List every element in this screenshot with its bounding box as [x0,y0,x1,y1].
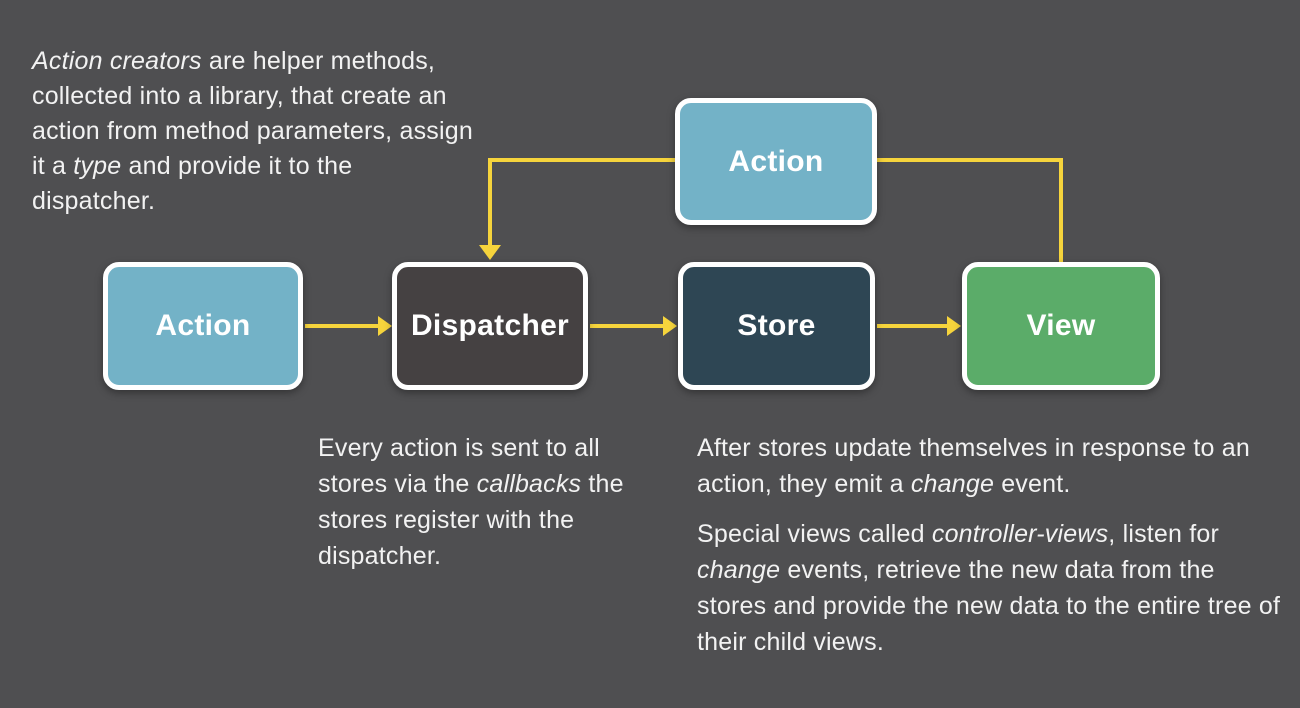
arrow-action-to-dispatcher-head [378,316,392,336]
arrow-action-to-dispatcher-loop-horizontal [488,158,675,162]
node-dispatcher: Dispatcher [392,262,588,390]
action-creators-note: Action creators are helper methods, coll… [32,47,473,215]
node-action-label: Action [155,309,251,342]
node-action-top: Action [675,98,877,225]
node-dispatcher-label: Dispatcher [410,309,570,342]
node-view: View [962,262,1160,390]
arrow-store-to-view-line [877,324,949,328]
arrow-action-to-dispatcher-line [305,324,379,328]
arrow-view-to-action-horizontal [877,158,1063,162]
arrow-action-to-dispatcher-loop-vertical [488,158,492,246]
store-change-event-note: After stores update themselves in respon… [697,434,1250,498]
arrow-view-to-action-vertical [1059,158,1063,262]
dispatcher-note: Every action is sent to all stores via t… [318,434,624,570]
controller-views-note: Special views called controller-views, l… [697,520,1281,656]
arrow-action-to-dispatcher-loop-head [479,245,501,260]
node-action: Action [103,262,303,390]
node-action-top-label: Action [728,144,824,178]
node-store: Store [678,262,875,390]
view-notes: After stores update themselves in respon… [697,430,1281,660]
node-store-label: Store [737,309,816,342]
arrow-dispatcher-to-store-line [590,324,664,328]
arrow-store-to-view-head [947,316,961,336]
node-view-label: View [1026,309,1096,342]
arrow-dispatcher-to-store-head [663,316,677,336]
